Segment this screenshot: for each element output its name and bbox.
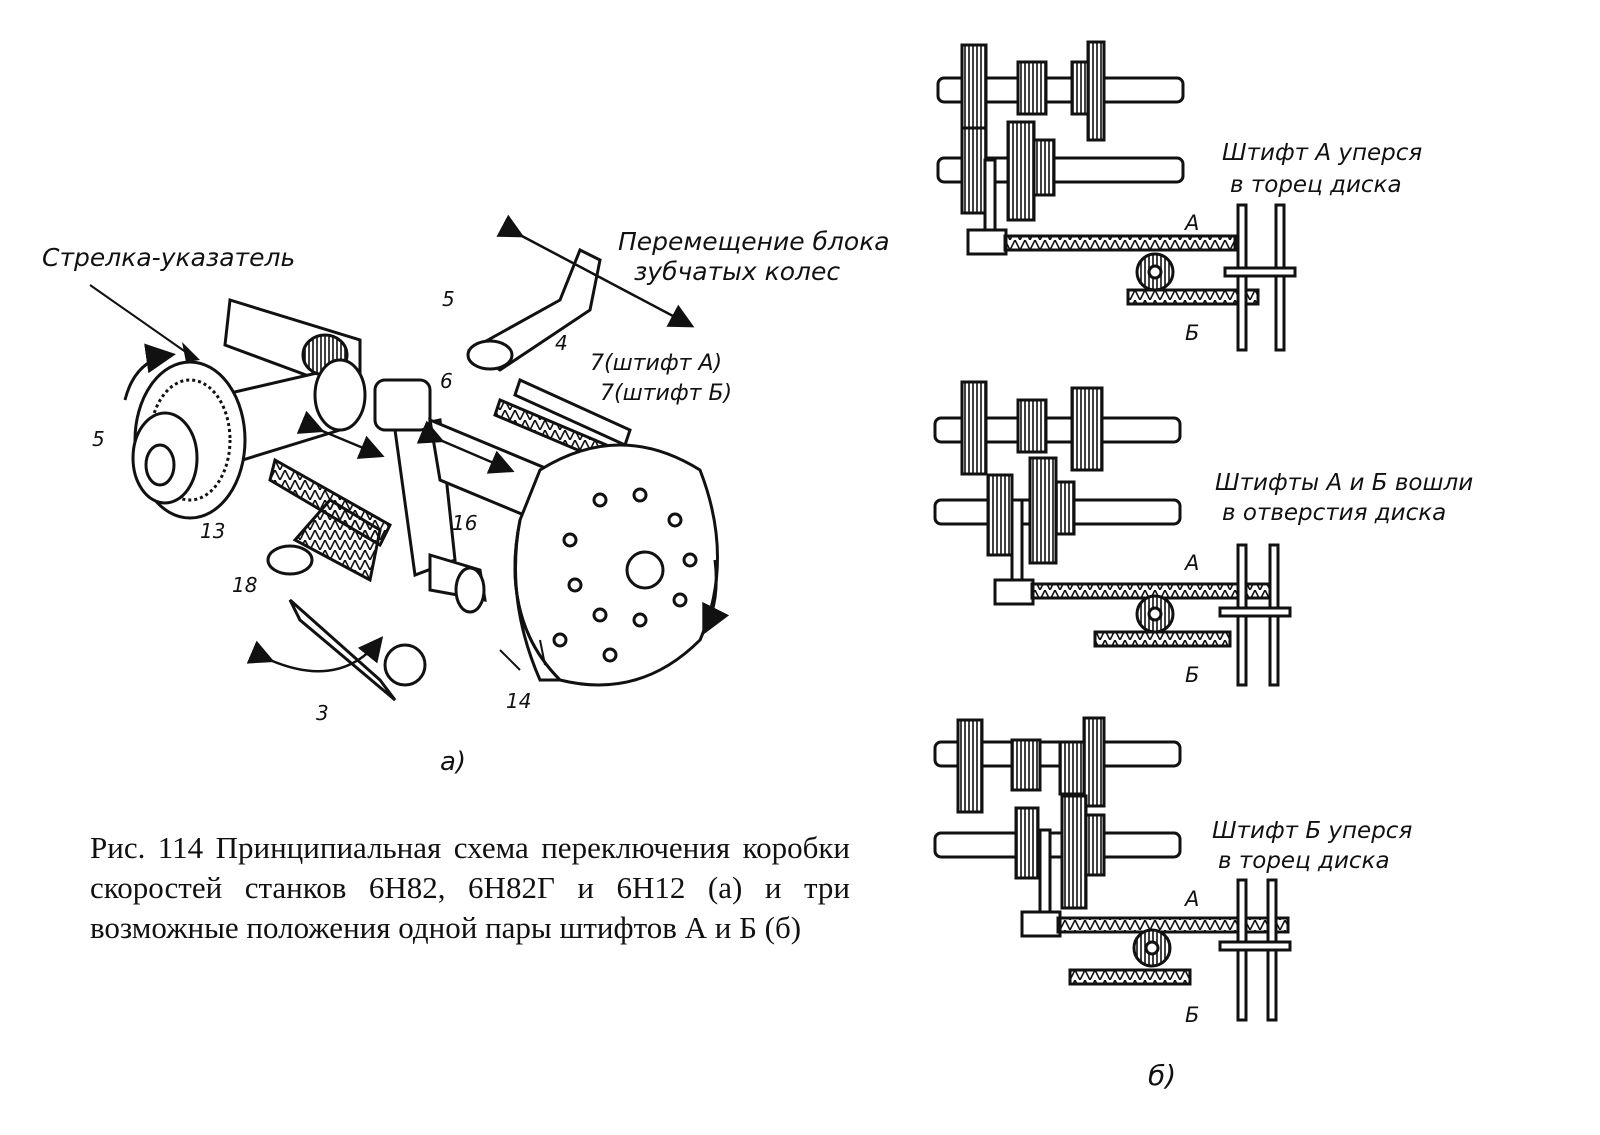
state3-line2: в торец диска <box>1218 848 1390 874</box>
part-5-top: 5 <box>442 287 455 311</box>
part-14: 14 <box>506 689 531 713</box>
state-3 <box>933 716 1292 1022</box>
part-3: 3 <box>316 701 329 725</box>
figure-a-mechanism <box>89 214 730 702</box>
state3-pin-a: А <box>1183 887 1199 911</box>
part-16: 16 <box>452 511 477 535</box>
state3-pin-b: Б <box>1185 1003 1199 1027</box>
state-1 <box>936 40 1297 352</box>
state2-line2: в отверстия диска <box>1222 500 1446 526</box>
state2-pin-a: А <box>1183 551 1199 575</box>
label-move-line2: зубчатых колес <box>634 257 840 286</box>
figure-b-states <box>933 40 1297 1022</box>
sublabel-b: б) <box>1148 1059 1176 1092</box>
state2-line1: Штифты А и Б вошли <box>1215 470 1473 496</box>
part-6: 6 <box>440 369 453 393</box>
figure-a-labels: Стрелка-указатель Перемещение блока зубч… <box>42 227 890 777</box>
label-pointer: Стрелка-указатель <box>42 243 295 272</box>
state1-pin-a: А <box>1183 211 1199 235</box>
state-2 <box>933 380 1292 687</box>
part-7b: 7(штифт Б) <box>600 381 732 406</box>
state2-pin-b: Б <box>1185 663 1199 687</box>
part-18: 18 <box>232 573 257 597</box>
figure-caption: Рис. 114 Принципиальная схема переключен… <box>90 830 850 945</box>
sublabel-a: а) <box>440 747 466 777</box>
state1-line2: в торец диска <box>1230 172 1402 198</box>
part-5-left: 5 <box>92 427 105 451</box>
label-move-line1: Перемещение блока <box>618 227 890 256</box>
state1-pin-b: Б <box>1185 321 1199 345</box>
figure-b-labels: Штифт А уперся в торец диска А Б Штифты … <box>1148 140 1473 1092</box>
part-13: 13 <box>200 519 225 543</box>
part-7a: 7(штифт А) <box>590 351 722 376</box>
state3-line1: Штифт Б уперся <box>1212 818 1412 844</box>
part-4: 4 <box>555 331 568 355</box>
state1-line1: Штифт А уперся <box>1222 140 1422 166</box>
